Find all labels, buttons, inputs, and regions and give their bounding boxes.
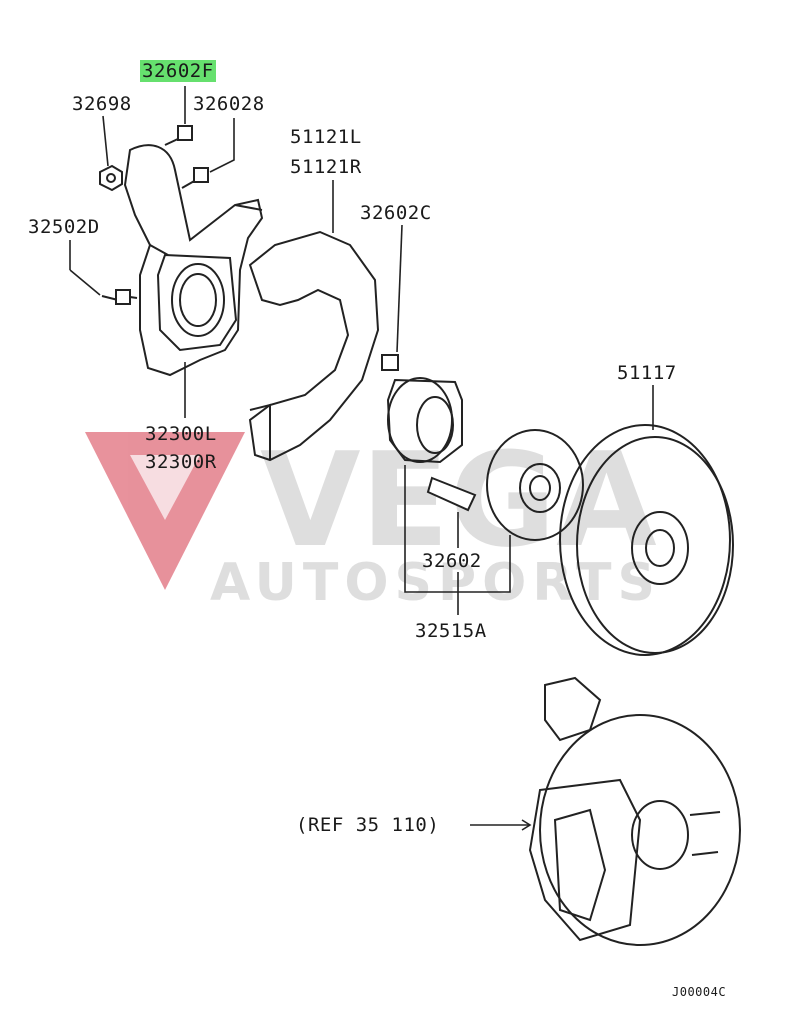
watermark-line2: AUTOSPORTS <box>210 553 661 613</box>
leader-lines <box>69 86 654 831</box>
nut-32698 <box>99 164 123 192</box>
part-label-32602F[interactable]: 32602F <box>140 60 216 82</box>
bolt-326028 <box>181 167 209 189</box>
diagram-code: J00004C <box>672 985 727 999</box>
hub-flange <box>486 429 584 541</box>
hub-bolt-32602 <box>426 476 477 512</box>
part-label-32502D[interactable]: 32502D <box>28 216 100 238</box>
part-label-32698[interactable]: 32698 <box>72 93 132 115</box>
bolt-32602C <box>381 354 399 371</box>
dust-shield <box>248 230 380 462</box>
vega-watermark: VEGA AUTOSPORTS <box>85 424 661 613</box>
part-label-326028[interactable]: 326028 <box>193 93 265 115</box>
part-label-32515A[interactable]: 32515A <box>415 620 487 642</box>
steering-knuckle <box>123 144 264 377</box>
part-label-51121L[interactable]: 51121L <box>290 126 362 148</box>
bolt-32602F <box>164 125 193 146</box>
watermark-logo-shape <box>85 432 245 590</box>
part-label-51117[interactable]: 51117 <box>617 362 677 384</box>
reference-label[interactable]: (REF 35 110) <box>296 814 440 836</box>
bolt-32502D <box>101 289 138 305</box>
brake-disc <box>559 424 734 656</box>
hub-bearing <box>386 377 463 464</box>
part-label-32300L[interactable]: 32300L <box>145 423 217 445</box>
part-label-51121R[interactable]: 51121R <box>290 156 362 178</box>
part-label-32300R[interactable]: 32300R <box>145 451 217 473</box>
caliper-assembly <box>528 676 741 946</box>
part-label-32602C[interactable]: 32602C <box>360 202 432 224</box>
part-label-32602[interactable]: 32602 <box>422 550 482 572</box>
